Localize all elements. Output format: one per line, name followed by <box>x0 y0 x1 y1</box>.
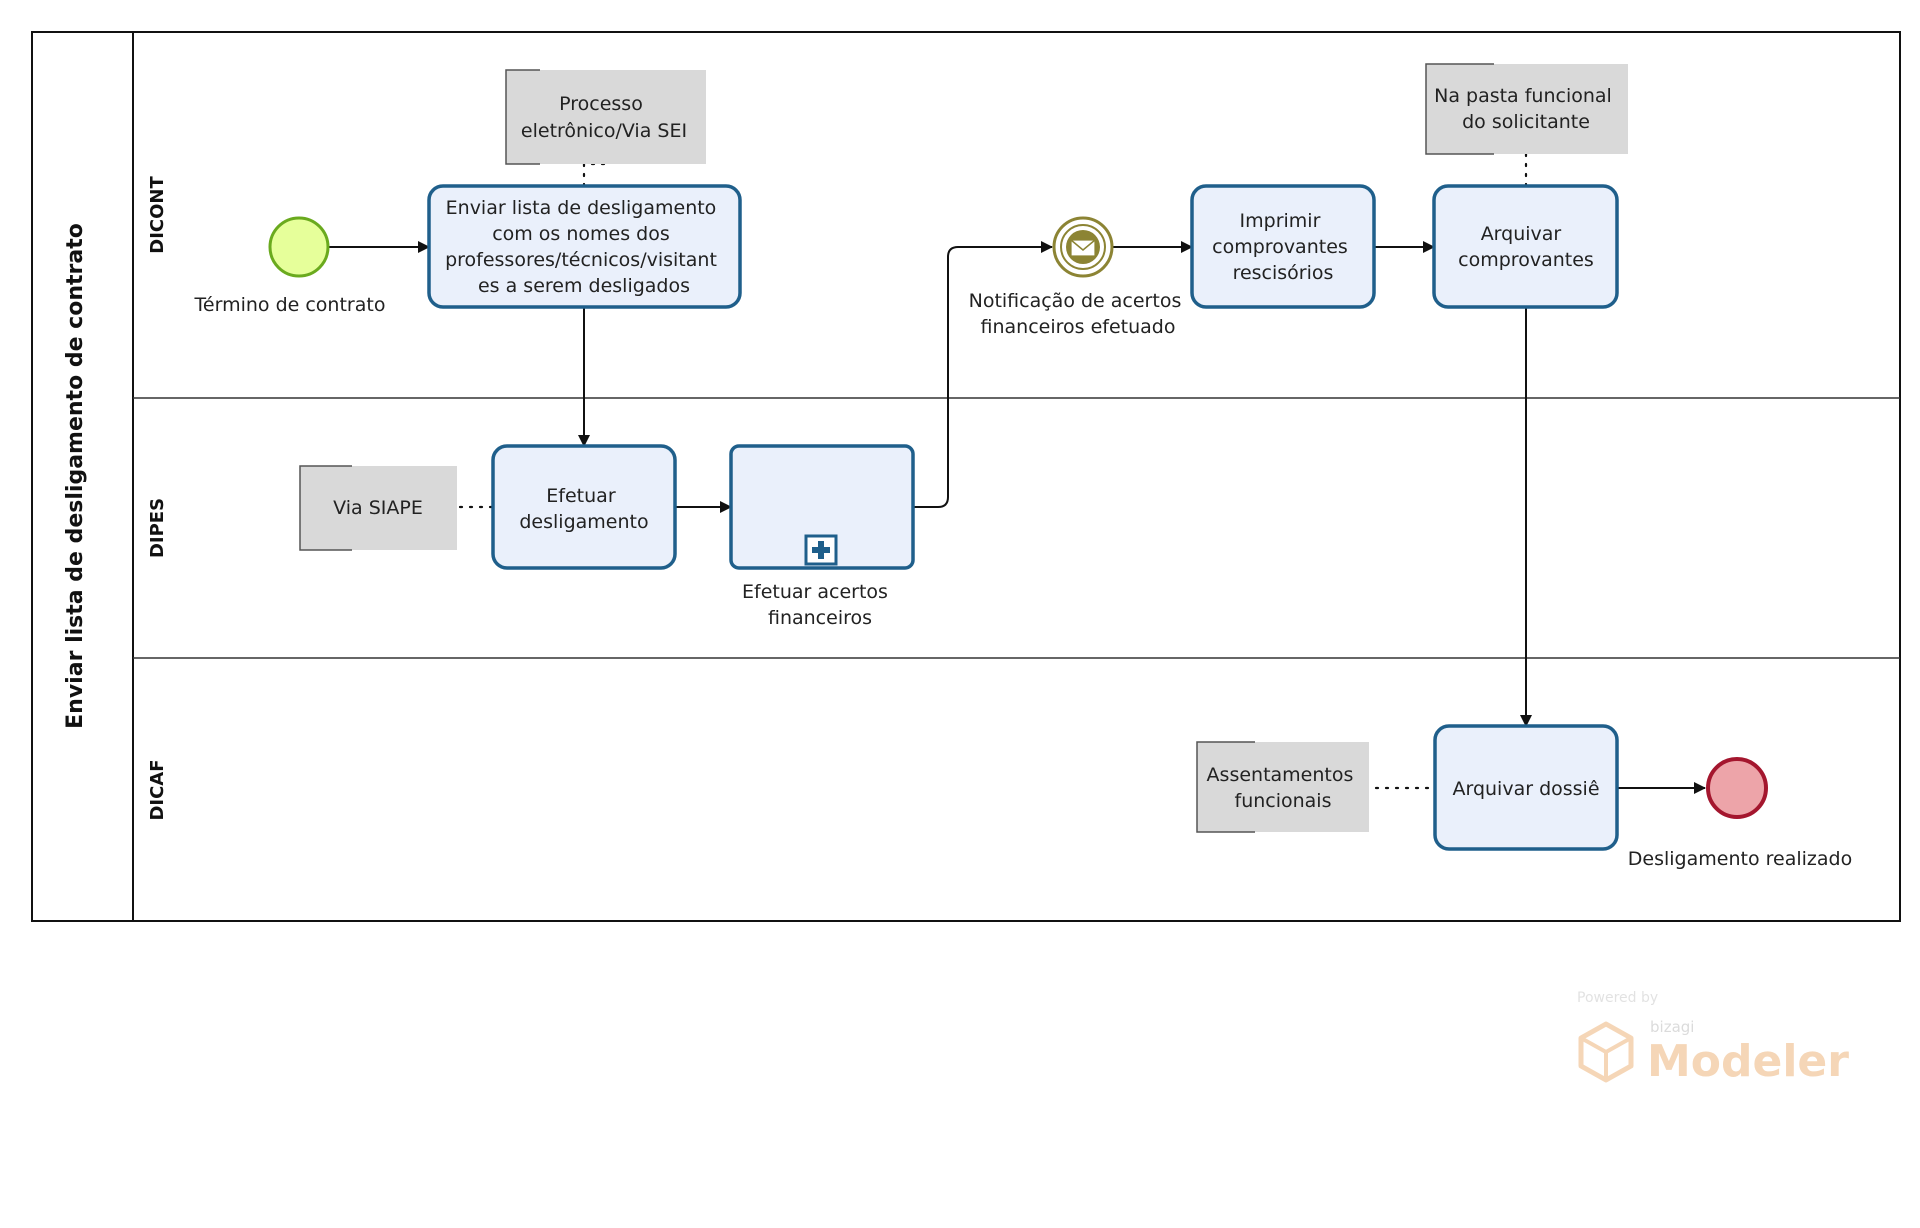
sequence-flows <box>329 241 1706 794</box>
subprocess-expand-icon[interactable] <box>804 534 838 566</box>
task-arquivar-comprovantes[interactable]: Arquivar comprovantes <box>1432 184 1619 309</box>
task-efetuar-desligamento-line-2: desligamento <box>519 511 648 533</box>
annotation-assentamentos-line-1: Assentamentos <box>1207 764 1354 786</box>
task-imprimir-line-3: rescisórios <box>1233 262 1334 284</box>
task-enviar-lista-line-1: Enviar lista de desligamento <box>446 197 717 219</box>
annotation-pasta-line-2: do solicitante <box>1462 111 1590 133</box>
assoc-processo <box>582 162 606 188</box>
flow-acertos-to-message <box>913 241 1053 508</box>
task-efetuar-desligamento[interactable]: Efetuar desligamento <box>491 444 677 570</box>
svg-text:Notificação de acertos f: Notificação de acertos financeiros efetu… <box>969 290 1188 338</box>
start-event-circle <box>268 216 330 278</box>
svg-text:Processo eletrônico/Via: Processo eletrônico/Via SEI <box>521 93 687 142</box>
annotation-processo-line-1: Processo <box>559 93 643 115</box>
subprocess-label-line-1: Efetuar acertos <box>742 581 888 603</box>
end-event-label: Desligamento realizado <box>1628 848 1852 870</box>
subprocess-label-line-2: financeiros <box>768 607 872 629</box>
envelope-icon <box>1070 239 1096 257</box>
task-arquivar-dossie[interactable]: Arquivar dossiê <box>1433 724 1619 851</box>
annotation-processo: Processo eletrônico/Via SEI <box>505 69 706 165</box>
task-enviar-lista-line-4: es a serem desligados <box>478 275 690 297</box>
task-arquivar-dossie-label: Arquivar dossiê <box>1452 778 1599 800</box>
task-imprimir[interactable]: Imprimir comprovantes rescisórios <box>1190 184 1376 309</box>
task-arquivar-comprovantes-line-1: Arquivar <box>1481 223 1562 245</box>
lane-label-dicont: DICONT <box>147 176 168 254</box>
lane-labels: DICONT DIPES DICAF <box>147 176 168 821</box>
pool: Enviar lista de desligamento de contrato <box>31 31 1901 922</box>
task-enviar-lista[interactable]: Enviar lista de desligamento com os nome… <box>427 184 742 309</box>
svg-text:Imprimir comprovantes: Imprimir comprovantes rescisórios <box>1212 210 1354 284</box>
watermark-product: Modeler <box>1647 1036 1849 1087</box>
task-imprimir-line-2: comprovantes <box>1212 236 1348 258</box>
annotation-pasta: Na pasta funcional do solicitante <box>1425 63 1628 155</box>
annotation-assentamentos-line-2: funcionais <box>1235 790 1332 812</box>
start-event[interactable]: Término de contrato <box>194 216 386 316</box>
annotation-assentamentos: Assentamentos funcionais <box>1196 741 1369 833</box>
subprocess-efetuar-acertos[interactable]: Efetuar acertos financeiros <box>729 444 915 629</box>
annotation-siape: Via SIAPE <box>299 465 457 551</box>
end-event[interactable]: Desligamento realizado <box>1628 757 1852 870</box>
pool-title: Enviar lista de desligamento de contrato <box>63 223 88 729</box>
svg-text:Efetuar desligamento: Efetuar desligamento <box>519 485 648 533</box>
watermark-powered: Powered by <box>1577 990 1658 1006</box>
task-imprimir-line-1: Imprimir <box>1240 210 1321 232</box>
lane-label-dicaf: DICAF <box>147 759 168 820</box>
end-event-circle <box>1706 757 1768 819</box>
message-event-label-line-2: financeiros efetuado <box>981 316 1176 338</box>
annotation-siape-text: Via SIAPE <box>333 497 423 519</box>
svg-text:Efetuar acertos financei: Efetuar acertos financeiros <box>742 581 894 629</box>
bizagi-watermark: Powered by bizagi Modeler <box>1577 990 1849 1087</box>
task-efetuar-desligamento-line-1: Efetuar <box>546 485 616 507</box>
svg-text:Na pasta funcional do so: Na pasta funcional do solicitante <box>1434 85 1618 133</box>
message-event[interactable]: Notificação de acertos financeiros efetu… <box>969 216 1188 338</box>
svg-text:Enviar lista de desligamento: Enviar lista de desligamento com os nome… <box>445 197 723 297</box>
start-event-label: Término de contrato <box>194 294 386 316</box>
svg-text:Arquivar comprovantes: Arquivar comprovantes <box>1458 223 1594 271</box>
message-event-label-line-1: Notificação de acertos <box>969 290 1182 312</box>
svg-text:Assentamentos funcionais: Assentamentos funcionais <box>1207 764 1360 812</box>
task-arquivar-comprovantes-line-2: comprovantes <box>1458 249 1594 271</box>
lane-label-dipes: DIPES <box>147 498 168 558</box>
bizagi-logo-icon <box>1578 1021 1634 1083</box>
annotation-processo-line-2: eletrônico/Via SEI <box>521 120 687 142</box>
annotation-pasta-line-1: Na pasta funcional <box>1434 85 1612 107</box>
watermark-brand: bizagi <box>1650 1018 1694 1036</box>
task-enviar-lista-line-2: com os nomes dos <box>492 223 670 245</box>
task-enviar-lista-line-3: professores/técnicos/visitant <box>445 249 717 271</box>
